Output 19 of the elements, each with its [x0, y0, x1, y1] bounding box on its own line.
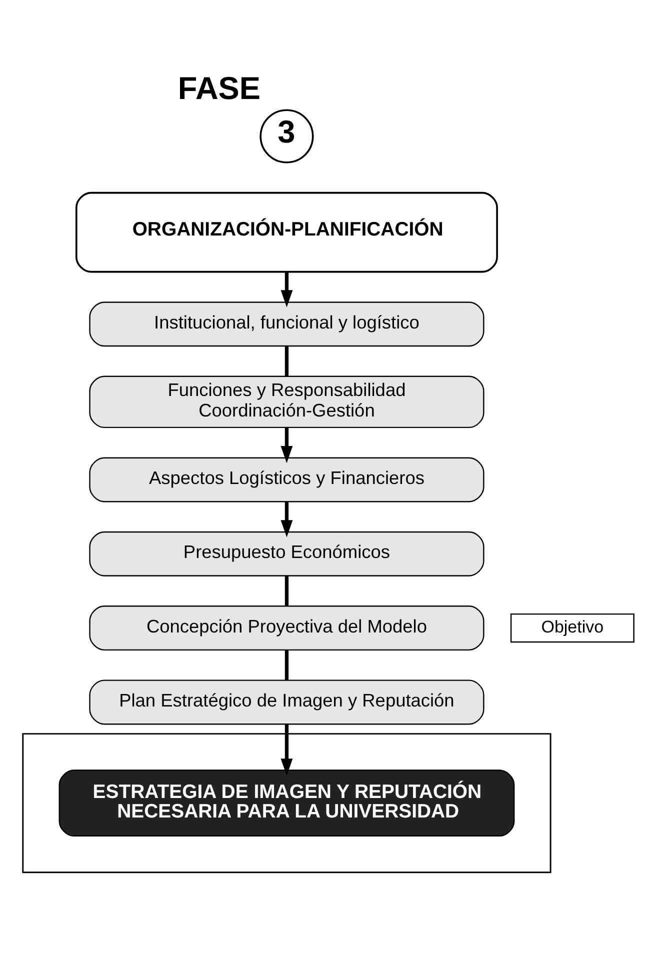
cluster [22, 733, 552, 874]
node-circle: 3 [260, 109, 314, 164]
connector [284, 576, 289, 606]
arrow [280, 272, 293, 308]
node-box: Funciones y Responsabilidad Coordinación-Gestión [89, 376, 484, 428]
node-box: Presupuesto Económicos [89, 531, 484, 576]
arrow [280, 428, 293, 464]
node-label: FASE [178, 70, 260, 106]
node-box: ESTRATEGIA DE IMAGEN Y REPUTACIÓN NECESARIA PARA LA UNIVERSIDAD [58, 770, 515, 837]
node-box: Aspectos Logísticos y Financieros [89, 457, 484, 502]
node-box: Institucional, funcional y logístico [89, 302, 484, 347]
node-box: Plan Estratégico de Imagen y Reputación [89, 680, 484, 725]
arrow [280, 724, 293, 776]
node-box: Objetivo [510, 613, 634, 643]
connector [284, 346, 289, 376]
node-box: Concepción Proyectiva del Modelo [89, 606, 484, 651]
arrow [280, 502, 293, 538]
node-box: ORGANIZACIÓN-PLANIFICACIÓN [75, 192, 498, 273]
connector [284, 650, 289, 680]
